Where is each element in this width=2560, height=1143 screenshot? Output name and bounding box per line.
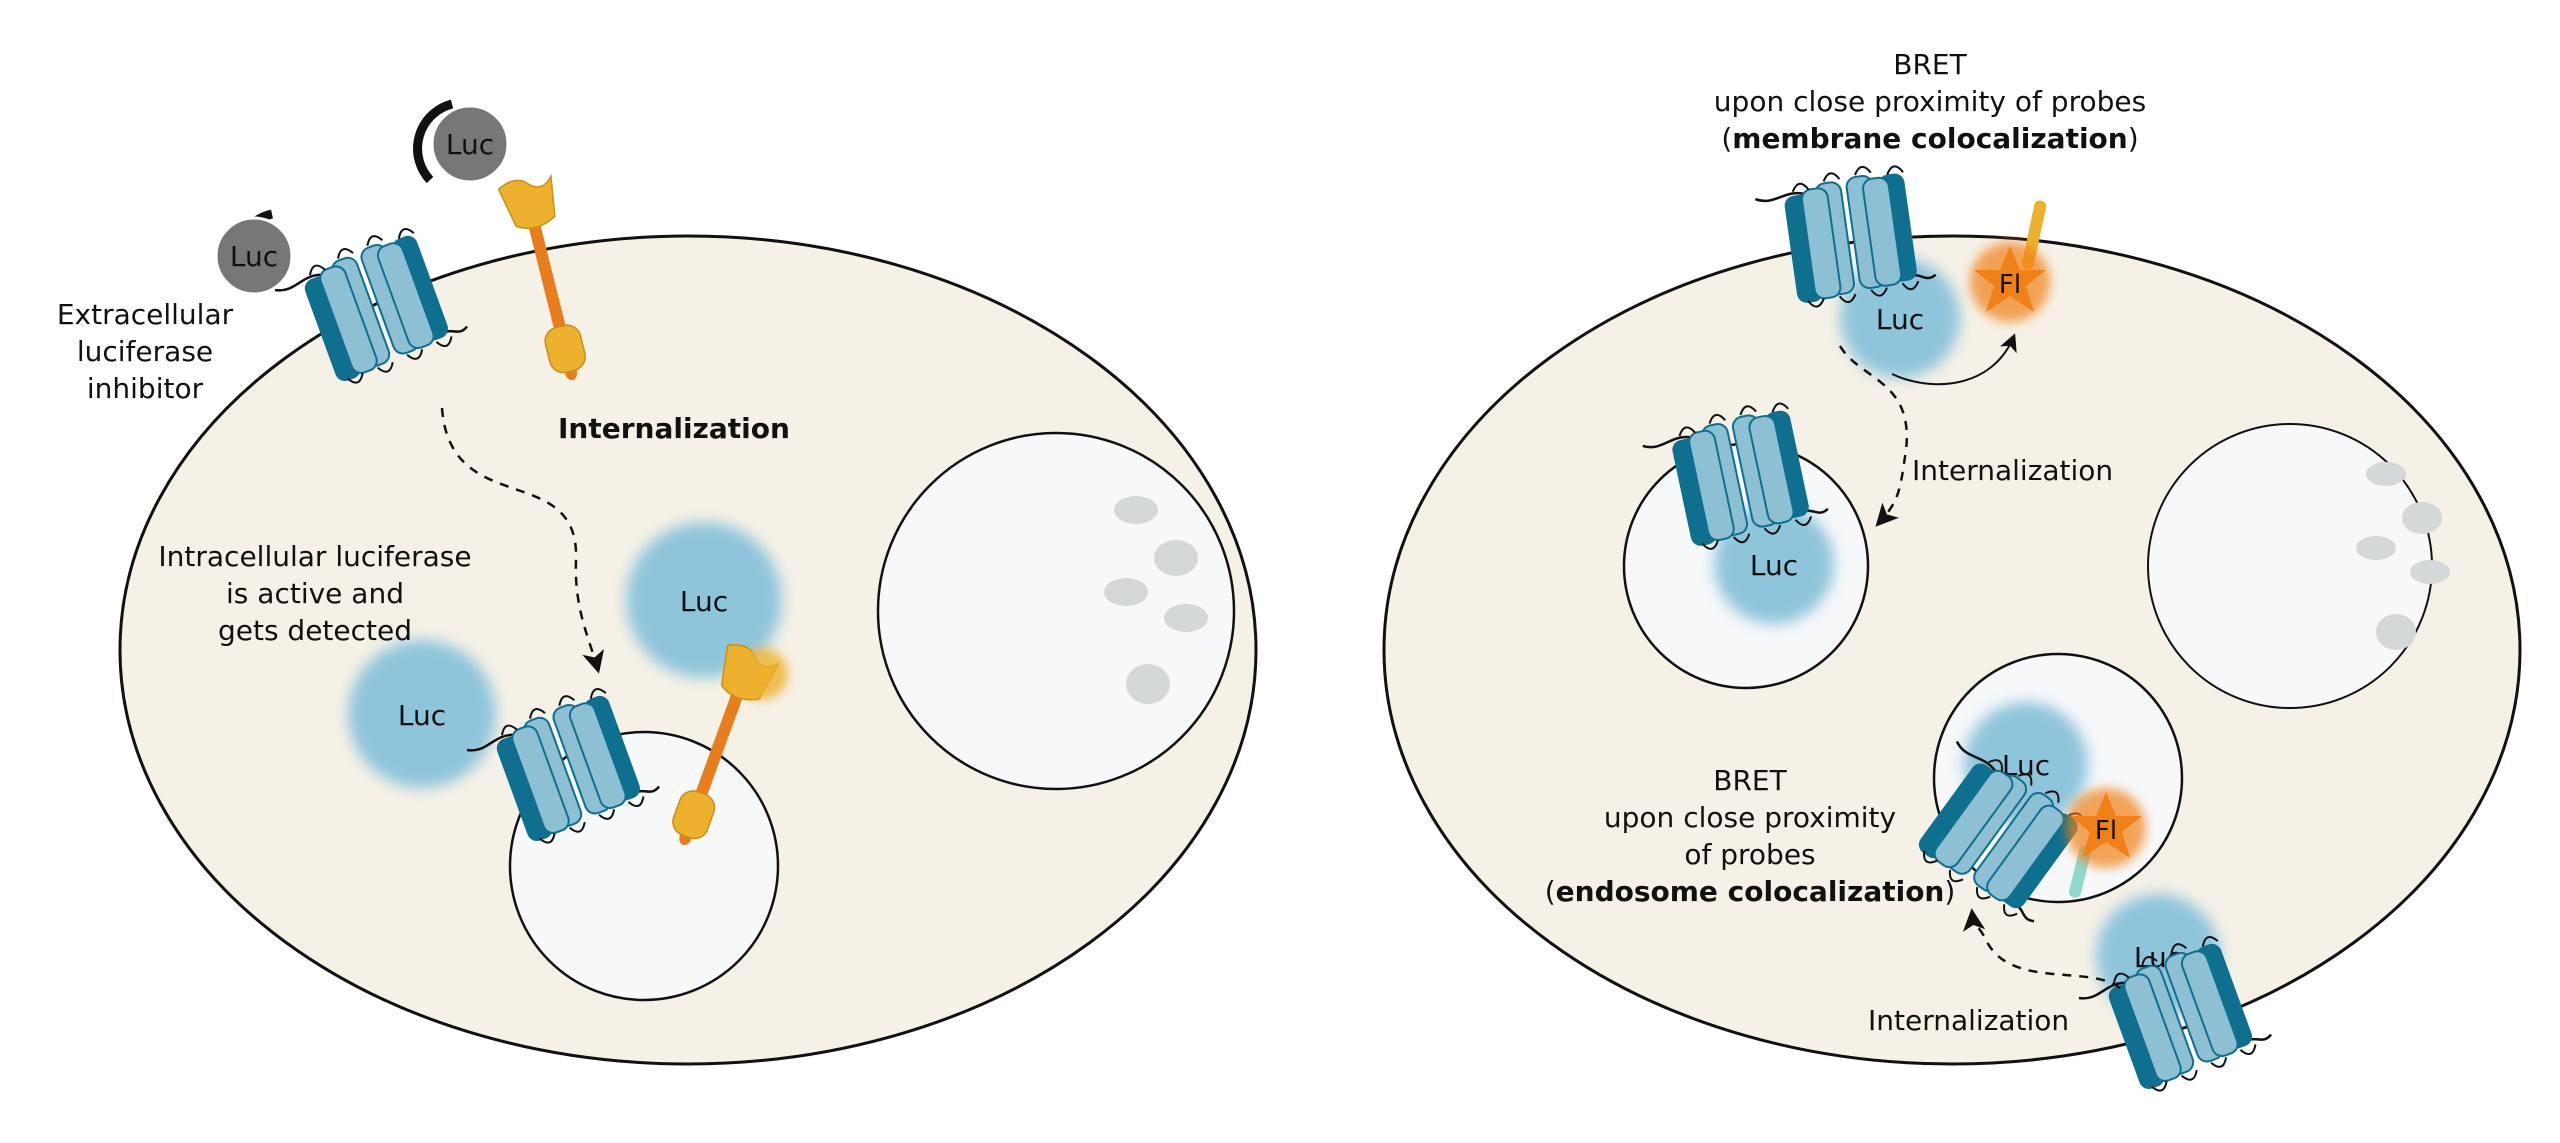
luc-inhibited-1 (214, 216, 294, 296)
paren-close: ) (1944, 875, 1956, 908)
label-line: (endosome colocalization) (1530, 873, 1970, 910)
internalization-label-lower: Internalization (1868, 1004, 2070, 1037)
paren-close: ) (2127, 122, 2139, 155)
svg-text:Luc: Luc (230, 240, 278, 273)
internalization-label-left: Internalization (558, 412, 790, 445)
bold-term: endosome colocalization (1555, 875, 1945, 908)
bold-term: membrane colocalization (1732, 122, 2128, 155)
nucleus-granules-right (2356, 462, 2450, 650)
label-line: BRET (1713, 764, 1787, 797)
label-line: of probes (1684, 838, 1816, 871)
label-line: Extracellular (56, 298, 234, 331)
nucleus-granules (1104, 496, 1208, 704)
label-line: upon close proximity of probes (1713, 85, 2147, 118)
internalization-arrow-left (440, 407, 605, 674)
extracellular-inhibitor-label: Extracellular luciferase inhibitor (40, 296, 250, 407)
bret-membrane-label: BRET upon close proximity of probes (mem… (1640, 46, 2220, 157)
svg-text:Luc: Luc (1876, 303, 1924, 336)
fl-probe-endosome: Fl (2066, 788, 2146, 868)
svg-text:Luc: Luc (680, 585, 728, 618)
svg-text:Luc: Luc (446, 128, 494, 161)
internalization-arrow-lower (1962, 908, 2121, 989)
paren-open: ( (1544, 875, 1556, 908)
label-line: Intracellular luciferase (158, 540, 472, 573)
luc-glow-receptor-bound: Luc (348, 640, 496, 788)
luc-glow-endosome-upper: Luc (1714, 504, 1834, 624)
label-line: is active and (226, 577, 404, 610)
intracellular-note: Intracellular luciferase is active and g… (140, 538, 490, 649)
svg-text:Fl: Fl (2095, 816, 2117, 846)
svg-text:Fl: Fl (1999, 270, 2021, 300)
bret-endosome-label: BRET upon close proximity of probes (end… (1530, 762, 1970, 910)
svg-text:Luc: Luc (398, 699, 446, 732)
luc-glow-floating: Luc (626, 522, 782, 678)
label-line: BRET (1893, 48, 1967, 81)
label-line: (membrane colocalization) (1640, 120, 2220, 157)
bret-arrow-membrane (1891, 333, 2017, 386)
internalization-label-upper: Internalization (1912, 454, 2114, 487)
label-line: gets detected (217, 614, 413, 647)
fl-probe-membrane: Fl (1970, 242, 2050, 322)
ligand-glow (736, 648, 788, 700)
svg-text:Luc: Luc (1750, 549, 1798, 582)
luc-inhibited-2 (430, 104, 510, 184)
internalization-arrow-upper (1838, 345, 1909, 527)
label-line: luciferase (76, 335, 214, 368)
inhibitor-arc-2 (413, 99, 454, 184)
label-line: inhibitor (86, 372, 204, 405)
paren-open: ( (1721, 122, 1733, 155)
label-line: upon close proximity (1603, 801, 1897, 834)
